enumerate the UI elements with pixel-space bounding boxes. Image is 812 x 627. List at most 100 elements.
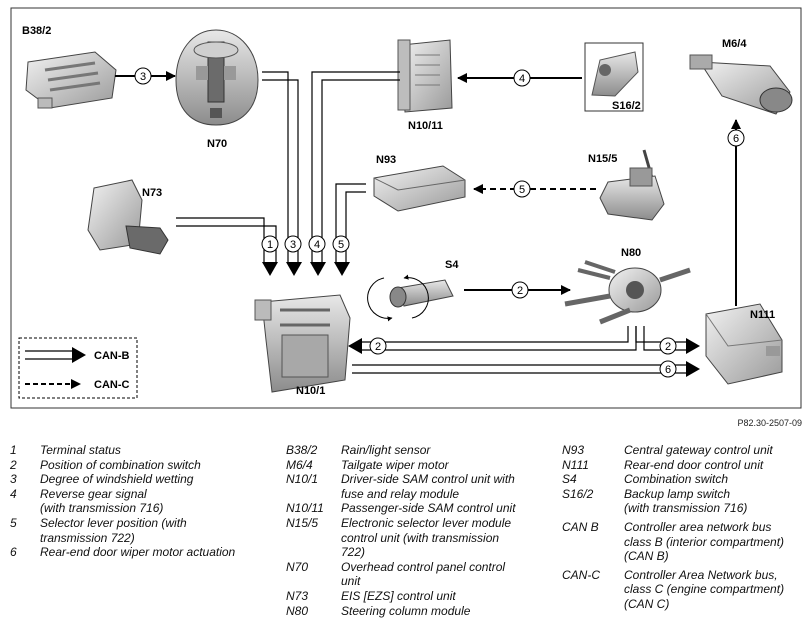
signal-2-s4-marker: 2 — [517, 285, 523, 297]
eis-control-unit-illustration — [87, 179, 169, 255]
rain-light-sensor-illustration — [25, 51, 117, 109]
can-b-bus-n10-11 — [311, 71, 400, 262]
legend-key: 1 — [10, 443, 17, 457]
legend-description: EIS [EZS] control unit — [341, 589, 456, 603]
legend-description: Rain/light sensor — [341, 443, 431, 457]
legend-description: Rear-end door wiper motor actuation — [40, 545, 236, 560]
overhead-control-panel-illustration — [175, 29, 259, 126]
legend-key: 5 — [10, 516, 17, 530]
can-b-legend-label: CAN-B — [94, 350, 129, 362]
label-N70: N70 — [207, 138, 227, 150]
legend-key: S16/2 — [562, 486, 594, 501]
signal-3-line: 3 — [115, 67, 176, 85]
signal-2-s4-line: 2 — [464, 281, 571, 299]
legend-entry: N70 Overhead control panel control unit — [286, 560, 505, 589]
label-B38-2: B38/2 — [22, 25, 51, 37]
legend-description: Electronic selector lever module control… — [341, 516, 512, 560]
legend-description: Overhead control panel control unit — [341, 559, 506, 589]
legend-description: Reverse gear signal (with transmission 7… — [40, 486, 164, 516]
legend-key: 4 — [10, 486, 17, 501]
legend-key: N15/5 — [286, 516, 319, 530]
legend-key: 3 — [10, 472, 17, 487]
signal-2-left-marker: 2 — [375, 341, 381, 353]
legend-entry: 5 Selector lever position (with transmiss… — [10, 516, 187, 545]
legend-entry: CAN B Controller area network bus class B… — [562, 520, 784, 564]
signal-5-can-c-line: 5 — [473, 180, 596, 198]
legend-entry: N80 Steering column module — [286, 604, 470, 619]
legend-description: Driver-side SAM control unit with fuse a… — [341, 472, 515, 501]
legend-entry: N10/1 Driver-side SAM control unit with f… — [286, 472, 515, 501]
legend-key: CAN-C — [562, 567, 600, 582]
label-N15-5: N15/5 — [588, 153, 617, 165]
signal-6-arrowhead — [686, 361, 700, 377]
signal-6-marker: 6 — [665, 364, 671, 376]
legend-entry: 1 Terminal status — [10, 443, 121, 458]
legend-entry: 6 Rear-end door wiper motor actuation — [10, 545, 235, 560]
legend-description: Degree of windshield wetting — [40, 472, 194, 487]
legend-entry: N15/5 Electronic selector lever module co… — [286, 516, 511, 560]
legend-key: 6 — [10, 545, 17, 560]
legend-key: N10/1 — [286, 472, 319, 487]
can-bus-diagram: B38/2 N70 N10/11 S16/2 M6/4 N93 N — [10, 7, 802, 409]
rear-door-control-unit-illustration — [705, 303, 783, 385]
label-N10-11: N10/11 — [408, 120, 443, 132]
signal-3-bus-marker: 3 — [290, 239, 296, 251]
selector-lever-module-illustration — [599, 149, 665, 221]
legend-entry: 4 Reverse gear signal (with transmission … — [10, 487, 163, 516]
passenger-sam-illustration — [397, 39, 453, 113]
signal-4-marker: 4 — [519, 73, 525, 85]
legend-key: N73 — [286, 589, 309, 603]
legend-entry: 3 Degree of windshield wetting — [10, 472, 193, 487]
legend-entry: M6/4 Tailgate wiper motor — [286, 458, 449, 473]
signal-2-arrowheads — [348, 338, 700, 354]
signal-6-up-marker: 6 — [733, 133, 739, 145]
legend-description: Terminal status — [40, 443, 121, 457]
legend-description: Controller area network bus class B (int… — [624, 520, 785, 564]
legend-key: CAN B — [562, 520, 599, 534]
legend-description: Combination switch — [624, 472, 729, 487]
legend-entry: N73 EIS [EZS] control unit — [286, 589, 456, 604]
legend-entry: B38/2 Rain/light sensor — [286, 443, 430, 458]
legend-description: Rear-end door control unit — [624, 457, 764, 472]
signal-3-marker: 3 — [140, 71, 146, 83]
signal-4-line: 4 — [457, 69, 582, 87]
legend-key: N70 — [286, 559, 309, 574]
legend-description: Tailgate wiper motor — [341, 457, 449, 472]
label-N111: N111 — [750, 309, 775, 321]
legend-key: 2 — [10, 457, 17, 472]
legend-key: N111 — [562, 457, 589, 472]
driver-sam-illustration — [254, 294, 351, 393]
can-b-bus-n70 — [262, 71, 299, 262]
legend-description: Central gateway control unit — [624, 443, 773, 457]
signal-1-marker: 1 — [267, 239, 273, 251]
bus-type-legend: CAN-B CAN-C — [18, 337, 138, 399]
legend-key: B38/2 — [286, 443, 318, 457]
legend-description: Selector lever position (with transmissi… — [40, 516, 187, 545]
can-c-legend-label: CAN-C — [94, 379, 129, 391]
legend-entry: S16/2 Backup lamp switch (with transmissi… — [562, 487, 747, 516]
combination-switch-illustration — [367, 274, 454, 322]
legend-entry: N111 Rear-end door control unit — [562, 458, 763, 473]
legend-description: Steering column module — [341, 603, 471, 618]
legend-entry: N10/11 Passenger-side SAM control unit — [286, 501, 516, 516]
signal-2-right-marker: 2 — [665, 341, 671, 353]
tailgate-wiper-motor-illustration — [689, 54, 793, 115]
label-N73: N73 — [142, 187, 162, 199]
label-N80: N80 — [621, 247, 641, 259]
label-S16-2: S16/2 — [612, 100, 641, 112]
legend-key: N10/11 — [286, 501, 324, 516]
legend-key: M6/4 — [286, 457, 313, 472]
label-S4: S4 — [445, 259, 459, 271]
backup-lamp-switch-illustration — [584, 42, 644, 112]
label-N93: N93 — [376, 154, 396, 166]
legend-description: Passenger-side SAM control unit — [341, 501, 516, 516]
legend-key: N80 — [286, 603, 309, 618]
signal-6-can-b-bus — [352, 364, 686, 374]
figure-reference: P82.30-2507-09 — [737, 418, 802, 428]
legend-description: Backup lamp switch (with transmission 71… — [624, 486, 748, 516]
central-gateway-illustration — [373, 165, 466, 212]
